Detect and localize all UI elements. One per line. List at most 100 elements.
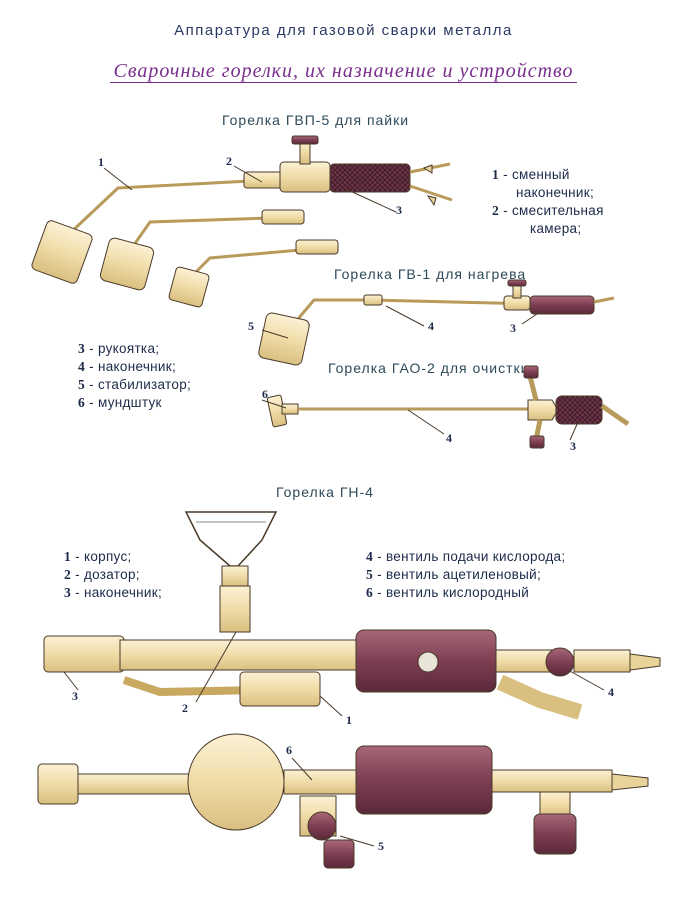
torch-gv1 — [258, 279, 615, 366]
gn4-side-rear — [491, 769, 613, 793]
legend-num: 6 — [78, 395, 86, 410]
gn4-side-rear-valve-body — [539, 791, 571, 817]
torch-gao2 — [266, 365, 630, 449]
legend-num: 2 — [492, 203, 500, 218]
gn4-injector-nut — [239, 671, 321, 707]
legend-num: 4 — [366, 549, 374, 564]
legend-num: 2 — [64, 567, 72, 582]
gvp5-nipple-barbs — [422, 164, 437, 207]
gn4-side-tube — [77, 773, 199, 795]
legend-num: 4 — [78, 359, 86, 374]
gao2-handle — [555, 395, 603, 425]
torch-gvp5 — [31, 135, 453, 308]
callout-gv1-4: 4 — [428, 319, 434, 333]
gvp5-tip-medium — [99, 237, 155, 291]
legend-text: - рукоятка; — [89, 341, 160, 356]
legend-text: - наконечник; — [89, 359, 177, 374]
gao2-valve-knob-bottom — [529, 435, 545, 449]
callout-gv1-5: 5 — [248, 319, 254, 333]
legend-num: 5 — [366, 567, 374, 582]
legend-text: - дозатор; — [75, 567, 140, 582]
torch-gn4-section — [43, 511, 661, 720]
torch-gn4-side — [37, 733, 649, 869]
gv1-handle — [529, 295, 595, 315]
gvp5-connector-2 — [261, 209, 305, 225]
gn4-hopper-neck — [221, 565, 249, 587]
gvp5-handle — [329, 163, 411, 193]
legend-text: - вентиль кислородный — [377, 585, 530, 600]
gvp5-tip-large — [31, 220, 93, 284]
gn4-oxygen-valve — [545, 647, 575, 677]
legend-gn4-right: 4 - вентиль подачи кислорода; 5 - вентил… — [366, 548, 565, 602]
callout-gvp5-1: 1 — [98, 155, 104, 169]
legend-text: - корпус; — [75, 549, 132, 564]
gvp5-connector-3 — [295, 239, 339, 255]
callout-gn4-6: 6 — [286, 743, 292, 757]
page-title: Аппаратура для газовой сварки металла — [174, 22, 513, 39]
legend-text: - смесительная — [503, 203, 604, 218]
legend-text: - сменный — [503, 167, 570, 182]
section-title-gao2: Горелка ГАО-2 для очистки — [328, 360, 530, 376]
gn4-side-body — [283, 769, 361, 795]
legend-num: 5 — [78, 377, 86, 392]
gao2-nipple — [600, 403, 630, 427]
gn4-side-handle — [355, 745, 493, 815]
legend-text: - вентиль подачи кислорода; — [377, 549, 566, 564]
callout-gv1-3: 3 — [510, 321, 516, 335]
gn4-handle-hole — [417, 651, 439, 673]
legend-gn4-left: 1 - корпус; 2 - дозатор; 3 - наконечник; — [64, 548, 162, 602]
gv1-stabilizer — [258, 312, 310, 366]
gn4-tip-nut — [43, 635, 125, 673]
gao2-nozzle — [281, 403, 299, 415]
callout-gao2-4: 4 — [446, 431, 452, 445]
legend-text: - мундштук — [89, 395, 162, 410]
gvp5-valve-knob — [291, 135, 319, 145]
gn4-side-rear-valve-knob — [533, 813, 577, 855]
legend-text: - вентиль ацетиленовый; — [377, 567, 542, 582]
page-subtitle: Сварочные горелки, их назначение и устро… — [0, 60, 687, 83]
legend-num: 1 — [64, 549, 72, 564]
gv1-nipple — [593, 296, 615, 304]
callout-gn4-5: 5 — [378, 839, 384, 853]
legend-num: 3 — [78, 341, 86, 356]
legend-text: наконечник; — [516, 185, 595, 200]
section-title-gv1: Горелка ГВ-1 для нагрева — [334, 266, 527, 282]
gn4-side-barb — [611, 773, 649, 791]
gn4-body-front — [119, 639, 371, 671]
legend-num: 6 — [366, 585, 374, 600]
gv1-joint — [363, 294, 383, 306]
gvp5-body — [279, 161, 331, 193]
legend-num: 1 — [492, 167, 500, 182]
callout-gn4-4: 4 — [608, 685, 614, 699]
gn4-side-tip — [37, 763, 79, 805]
gn4-side-nipple — [496, 674, 583, 720]
gn4-side-valve-acetylene — [323, 839, 355, 869]
callout-gao2-3: 3 — [570, 439, 576, 453]
page-subtitle-text: Сварочные горелки, их назначение и устро… — [109, 60, 578, 83]
gn4-rear-nipple — [573, 649, 631, 673]
section-title-gn4: Горелка ГН-4 — [276, 484, 374, 500]
legend-text: - стабилизатор; — [89, 377, 192, 392]
legend-text: камера; — [530, 221, 582, 236]
gao2-body — [527, 399, 559, 421]
callout-gao2-6: 6 — [262, 387, 268, 401]
legend-gv1-gao2: 3 - рукоятка; 4 - наконечник; 5 - стабил… — [78, 340, 191, 412]
gn4-hopper — [184, 511, 278, 567]
gv1-tube — [290, 298, 537, 327]
legend-gvp5: 1 - сменный наконечник; 2 - смесительная… — [492, 166, 604, 238]
section-title-gvp5: Горелка ГВП-5 для пайки — [222, 112, 410, 128]
gn4-side-valve-oxygen — [307, 811, 337, 841]
callout-gn4-2: 2 — [182, 701, 188, 715]
gn4-side-hopper-disc — [187, 733, 285, 831]
callout-gn4-3: 3 — [72, 689, 78, 703]
callout-gvp5-2: 2 — [226, 154, 232, 168]
legend-num: 3 — [64, 585, 72, 600]
gvp5-tip-small — [168, 266, 210, 308]
gn4-rear-barb — [629, 653, 661, 671]
gv1-valve-knob — [507, 279, 527, 287]
legend-text: - наконечник; — [75, 585, 163, 600]
gn4-dozer — [219, 585, 251, 633]
callout-gn4-1: 1 — [346, 713, 352, 727]
callout-gvp5-3: 3 — [396, 203, 402, 217]
